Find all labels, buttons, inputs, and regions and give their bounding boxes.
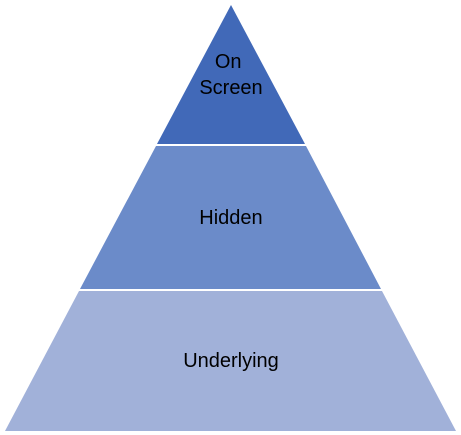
tier-top-label-line-1: On: [215, 51, 242, 73]
tier-bottom-label: Underlying: [183, 350, 279, 372]
tier-top-label-line-2: Screen: [199, 77, 262, 99]
tier-middle: Hidden: [80, 146, 381, 289]
tier-middle-label-line-1: Hidden: [199, 207, 262, 229]
tier-middle-label: Hidden: [199, 207, 262, 229]
tier-bottom: Underlying: [5, 291, 456, 431]
tier-bottom-shape: [5, 291, 456, 431]
tier-middle-shape: [80, 146, 381, 289]
tier-top-shape: [157, 5, 305, 144]
tier-bottom-label-line-1: Underlying: [183, 350, 279, 372]
tier-top: On Screen: [157, 5, 305, 144]
tier-top-label: On Screen: [199, 51, 262, 99]
